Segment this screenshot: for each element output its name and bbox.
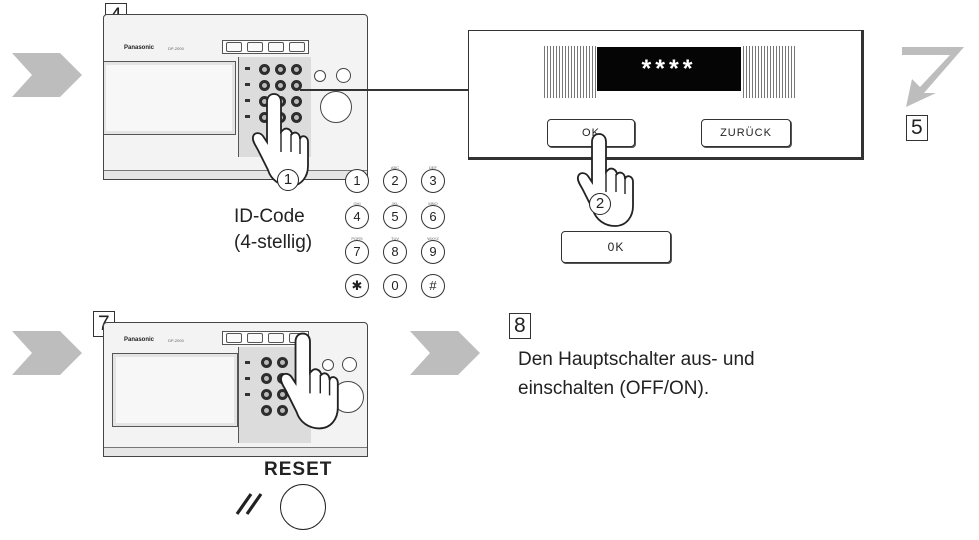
id-code-label: ID-Code	[234, 206, 305, 227]
panel-touch-display	[112, 353, 238, 427]
reset-label: RESET	[264, 459, 333, 480]
panel-model: DP-2000	[168, 338, 184, 343]
callout-2-number: 2	[595, 195, 605, 212]
panel-model: DP-2000	[168, 46, 184, 51]
key-hash: #	[421, 274, 445, 298]
panel-stop-button	[314, 70, 326, 82]
panel-foot	[104, 170, 367, 179]
panel-start-button	[320, 91, 352, 123]
connector-line	[300, 89, 600, 91]
callout-2: 2	[589, 193, 611, 215]
bent-arrow-icon	[902, 47, 964, 107]
dialog-hatch-right	[743, 46, 795, 98]
id-code-dialog-screen: **** OK ZURÜCK	[468, 30, 864, 160]
key-0: 0	[383, 274, 407, 298]
callout-1: 1	[277, 169, 299, 191]
key-star: ✱	[345, 274, 369, 298]
instruction-line-2: einschalten (OFF/ON).	[518, 378, 710, 399]
ok-button[interactable]: 0K	[561, 231, 671, 263]
step-number-5: 5	[906, 115, 928, 141]
pointing-hand-icon	[251, 93, 309, 187]
copier-control-panel-1: Panasonic DP-2000	[103, 14, 368, 180]
panel-stop-button	[322, 359, 334, 371]
id-code-field[interactable]: ****	[597, 47, 741, 91]
panel-foot	[104, 447, 367, 456]
panel-clear-button	[342, 357, 357, 372]
id-code-length: (4-stellig)	[234, 232, 313, 253]
panel-function-keys	[222, 40, 309, 54]
panel-brand: Panasonic	[124, 337, 155, 343]
pointing-hand-icon	[576, 133, 634, 227]
chevron-arrow-step7	[12, 331, 82, 375]
key-1: 1	[345, 169, 369, 193]
panel-touch-display	[104, 61, 236, 135]
dialog-hatch-left	[544, 46, 596, 98]
chevron-arrow-step8	[410, 331, 480, 375]
dialog-back-button[interactable]: ZURÜCK	[701, 119, 791, 147]
instruction-line-1: Den Hauptschalter aus- und	[518, 349, 755, 370]
panel-clear-button	[336, 68, 351, 83]
step-number-8: 8	[509, 313, 531, 339]
reset-button[interactable]	[280, 484, 326, 530]
chevron-arrow-step4	[12, 53, 82, 97]
dialog-ok-button[interactable]: OK	[547, 119, 635, 147]
callout-1-number: 1	[283, 171, 293, 188]
panel-brand: Panasonic	[124, 45, 155, 51]
pointing-hand-icon	[280, 332, 339, 430]
reset-slash-icon	[235, 493, 263, 515]
